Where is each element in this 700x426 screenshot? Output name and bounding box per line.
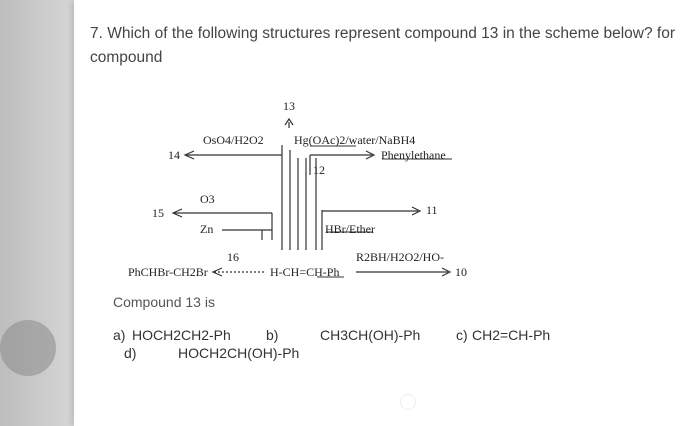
label-13: 13 <box>283 99 295 113</box>
reagent-hg-oac: Hg(OAc)2/water/NaBH4 <box>294 133 416 147</box>
question-text: 7. Which of the following structures rep… <box>90 22 690 70</box>
label-15: 15 <box>152 206 164 220</box>
question-line-1: 7. Which of the following structures rep… <box>90 25 676 42</box>
floating-circle-button[interactable] <box>0 320 56 376</box>
label-10: 10 <box>455 265 467 279</box>
reagent-o3: O3 <box>200 192 215 206</box>
question-line-2: compound <box>90 49 163 66</box>
option-c-label[interactable]: c) <box>456 327 468 343</box>
option-b-formula: CH3CH(OH)-Ph <box>320 327 421 343</box>
compound-alkene: H-CH=CH-Ph <box>270 265 340 279</box>
reagent-borane: R2BH/H2O2/HO- <box>356 250 445 264</box>
product-phenylethane: Phenylethane <box>381 148 446 162</box>
option-d-label[interactable]: d) <box>124 345 137 361</box>
reagent-oso4-h2o2: OsO4/H2O2 <box>203 133 264 147</box>
compound-dibromide: PhCHBr-CH2Br <box>128 265 208 279</box>
option-b-label[interactable]: b) <box>266 327 279 343</box>
label-16: 16 <box>227 250 239 264</box>
answer-heading: Compound 13 is <box>113 294 215 310</box>
option-d-formula: HOCH2CH(OH)-Ph <box>178 345 300 361</box>
reagent-hbr-ether: HBr/Ether <box>325 222 375 236</box>
option-a-formula: HOCH2CH2-Ph <box>132 327 231 343</box>
label-12: 12 <box>313 163 325 177</box>
label-14: 14 <box>168 148 180 162</box>
option-a-label[interactable]: a) <box>113 327 126 343</box>
option-c-formula: CH2=CH-Ph <box>472 327 551 343</box>
faint-circle-mark <box>400 394 416 410</box>
label-11: 11 <box>426 203 438 217</box>
reagent-zn: Zn <box>200 222 214 236</box>
